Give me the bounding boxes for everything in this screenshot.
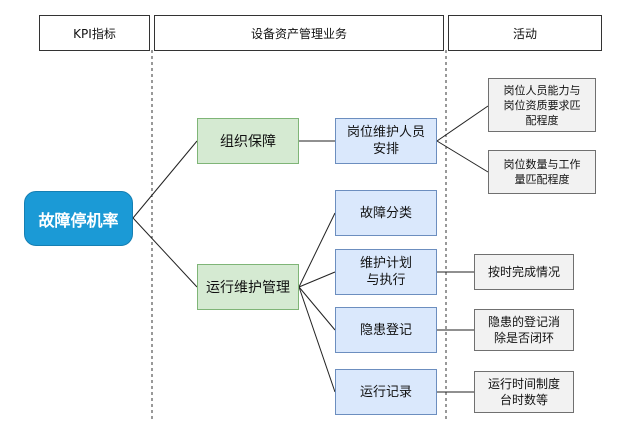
activity-node: 岗位人员能力与 岗位资质要求匹 配程度: [488, 78, 596, 132]
level1-node-label: 运行维护管理: [206, 280, 290, 296]
activity-node: 岗位数量与工作 量匹配程度: [488, 150, 596, 194]
header-business: 设备资产管理业务: [154, 15, 444, 51]
level1-node: 组织保障: [197, 118, 299, 164]
level1-node: 运行维护管理: [197, 264, 299, 310]
level2-node: 岗位维护人员 安排: [335, 118, 437, 164]
level2-node: 隐患登记: [335, 307, 437, 353]
activity-node-label: 隐患的登记消 除是否闭环: [487, 315, 560, 345]
connector: [132, 217, 198, 288]
level2-node: 维护计划 与执行: [335, 249, 437, 295]
connector: [436, 105, 489, 142]
level2-node-label: 岗位维护人员 安排: [346, 125, 425, 157]
activity-node: 运行时间制度 台时数等: [474, 371, 574, 413]
activity-node-label: 岗位数量与工作 量匹配程度: [503, 158, 581, 186]
root-node: 故障停机率: [24, 191, 133, 246]
level2-node: 运行记录: [335, 369, 437, 415]
root-node-label: 故障停机率: [38, 210, 119, 230]
header-kpi-label: KPI指标: [73, 26, 116, 41]
header-activity-label: 活动: [512, 26, 537, 41]
activity-node-label: 按时完成情况: [487, 265, 560, 279]
connector: [298, 212, 336, 288]
connector: [298, 271, 336, 288]
level2-node-label: 运行记录: [359, 384, 412, 400]
header-kpi: KPI指标: [39, 15, 150, 51]
connector: [132, 140, 198, 219]
connector: [298, 286, 336, 331]
level2-node-label: 故障分类: [359, 205, 412, 221]
level2-node-label: 维护计划 与执行: [359, 256, 412, 288]
activity-node: 按时完成情况: [474, 254, 574, 290]
level1-node-label: 组织保障: [220, 134, 276, 150]
activity-node: 隐患的登记消 除是否闭环: [474, 309, 574, 351]
header-business-label: 设备资产管理业务: [250, 26, 347, 41]
level2-node: 故障分类: [335, 190, 437, 236]
level2-node-label: 隐患登记: [359, 322, 412, 338]
connector: [436, 140, 489, 173]
activity-node-label: 岗位人员能力与 岗位资质要求匹 配程度: [503, 83, 581, 127]
connector: [298, 286, 336, 393]
header-activity: 活动: [448, 15, 602, 51]
activity-node-label: 运行时间制度 台时数等: [487, 377, 560, 407]
